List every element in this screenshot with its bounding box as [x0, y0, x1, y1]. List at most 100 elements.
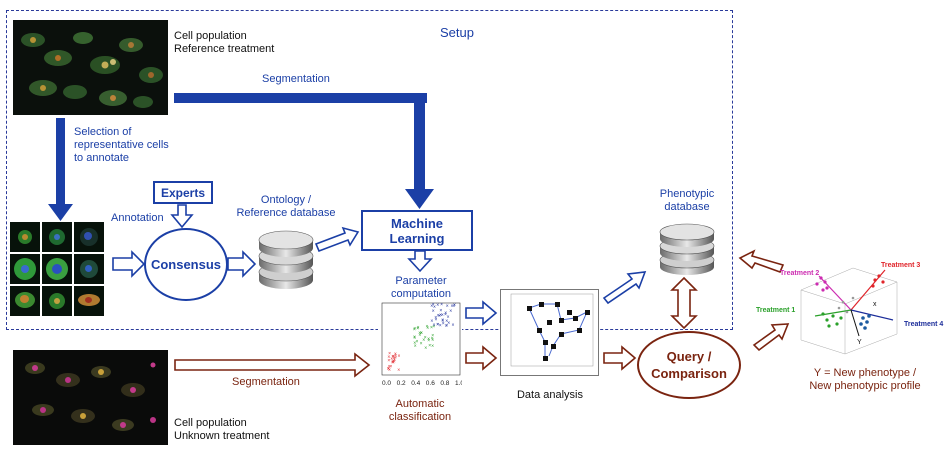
scatter-point: × — [436, 322, 439, 328]
scatter-point: × — [418, 331, 421, 337]
scatter-point: × — [441, 318, 444, 324]
scatter-point: × — [397, 368, 400, 374]
machine-learning-label-2: Learning — [389, 230, 445, 246]
scatter-point: × — [391, 359, 394, 365]
scatter-point: × — [413, 336, 416, 342]
phenotypic-label-2: database — [664, 201, 710, 213]
scatter-tick-label: 1.0 — [455, 380, 462, 387]
consensus-node: Consensus — [144, 228, 228, 301]
result-to-database-arrow — [738, 249, 785, 274]
scatter-point: × — [431, 344, 434, 350]
scatter-point: × — [441, 318, 444, 324]
scatter-point: × — [438, 313, 441, 319]
phenotypic-label-1: Phenotypic — [659, 188, 715, 200]
segmentation-bottom-arrow — [174, 352, 371, 378]
scatter-point: × — [447, 315, 450, 321]
scatter-point: × — [390, 356, 393, 362]
scatter-point: × — [413, 340, 416, 346]
scatter-point: × — [420, 331, 423, 337]
scatter-point: × — [445, 323, 448, 329]
machine-learning-box: Machine Learning — [361, 210, 473, 251]
parameter-label-2: computation — [391, 288, 451, 300]
analysis-to-query-arrow — [603, 345, 637, 371]
scatter-point: × — [427, 337, 430, 343]
query-to-result-arrow — [752, 323, 790, 352]
scatter-point: × — [420, 330, 423, 336]
scatter-tick-label: 0.6 — [426, 380, 435, 387]
scatter-point: × — [426, 324, 429, 330]
scatter-point: × — [439, 308, 442, 314]
scatter-point: × — [431, 333, 434, 339]
selection-label-3: to annotate — [74, 152, 130, 164]
treatment-4-label: Treatment 4 — [904, 321, 944, 328]
consensus-to-ontology-arrow — [227, 250, 257, 278]
scatter-point: × — [428, 343, 431, 349]
scatter-point: × — [444, 312, 447, 318]
scatter-point: × — [398, 353, 401, 359]
classification-scatter-svg: 0.00.20.40.60.81.0 ×××××××××××××××××××××… — [381, 302, 464, 387]
grid-to-consensus-arrow — [112, 250, 146, 278]
scatter-point: × — [449, 309, 452, 315]
scatter-point: × — [430, 319, 433, 325]
scatter-point: × — [418, 333, 421, 339]
scatter-point: × — [431, 337, 434, 343]
treatment-2-label: Treatment 2 — [780, 270, 820, 277]
scatter-point: × — [432, 309, 435, 315]
scatter-point: × — [433, 322, 436, 328]
scatter-point: × — [393, 359, 396, 365]
automatic-label-1: Automatic — [395, 398, 445, 410]
result-label-1: Y = New phenotype / — [813, 367, 917, 379]
scatter-point: × — [441, 313, 444, 319]
svg-text:Y: Y — [857, 339, 862, 346]
phenotypic-database-icon — [659, 223, 715, 275]
cell-thumbnail — [10, 222, 40, 252]
bottom-image-caption-2: Unknown treatment — [174, 430, 270, 442]
setup-frame — [6, 10, 733, 330]
scatter-point: × — [432, 324, 435, 330]
scatter-point: × — [432, 302, 435, 308]
ontology-label-2: Reference database — [236, 207, 336, 219]
cell-thumbnail — [42, 286, 72, 316]
cell-thumbnail — [74, 254, 104, 284]
cell-thumbnail — [42, 254, 72, 284]
scatter-point: × — [436, 322, 439, 328]
scatter-point: × — [391, 360, 394, 366]
scatter-point: × — [424, 335, 427, 341]
setup-label: Setup — [440, 25, 474, 40]
scatter-point: × — [433, 305, 436, 311]
scatter-point: × — [453, 304, 456, 310]
scatter-point: × — [445, 319, 448, 325]
scatter-point: × — [435, 317, 438, 323]
scatter-point: × — [452, 323, 455, 329]
scatter-point: × — [451, 304, 454, 310]
scatter-point: × — [392, 354, 395, 360]
scatter-point: × — [442, 321, 445, 327]
scatter-point: × — [413, 326, 416, 332]
experts-to-consensus-arrow — [170, 204, 194, 229]
scatter-point: × — [446, 303, 449, 309]
annotation-label: Annotation — [111, 212, 164, 224]
scatter-tick-label: 0.2 — [397, 380, 406, 387]
automatic-label-2: classification — [388, 411, 452, 423]
treatment-3d-plot: x Y — [793, 262, 901, 357]
cell-thumbnail — [42, 222, 72, 252]
cell-thumbnail — [74, 222, 104, 252]
segmentation-top-arrow — [174, 93, 434, 209]
selection-label-1: Selection of — [74, 126, 132, 138]
scatter-point: × — [387, 367, 390, 373]
scatter-point: × — [416, 326, 419, 332]
segmentation-bottom-label: Segmentation — [232, 376, 300, 388]
ontology-label-1: Ontology / — [260, 194, 312, 206]
scatter-point: × — [394, 355, 397, 361]
ontology-to-ml-arrow — [314, 226, 360, 253]
scatter-point: × — [447, 321, 450, 327]
scatter-point: × — [387, 366, 390, 372]
scatter-point: × — [387, 354, 390, 360]
scatter-point: × — [430, 325, 433, 331]
classification-to-analysis-arrow-brown — [465, 345, 498, 371]
data-analysis-label: Data analysis — [516, 389, 584, 401]
scatter-point: × — [389, 364, 392, 370]
treatment-3-label: Treatment 3 — [881, 262, 921, 269]
scatter-point: × — [430, 304, 433, 310]
